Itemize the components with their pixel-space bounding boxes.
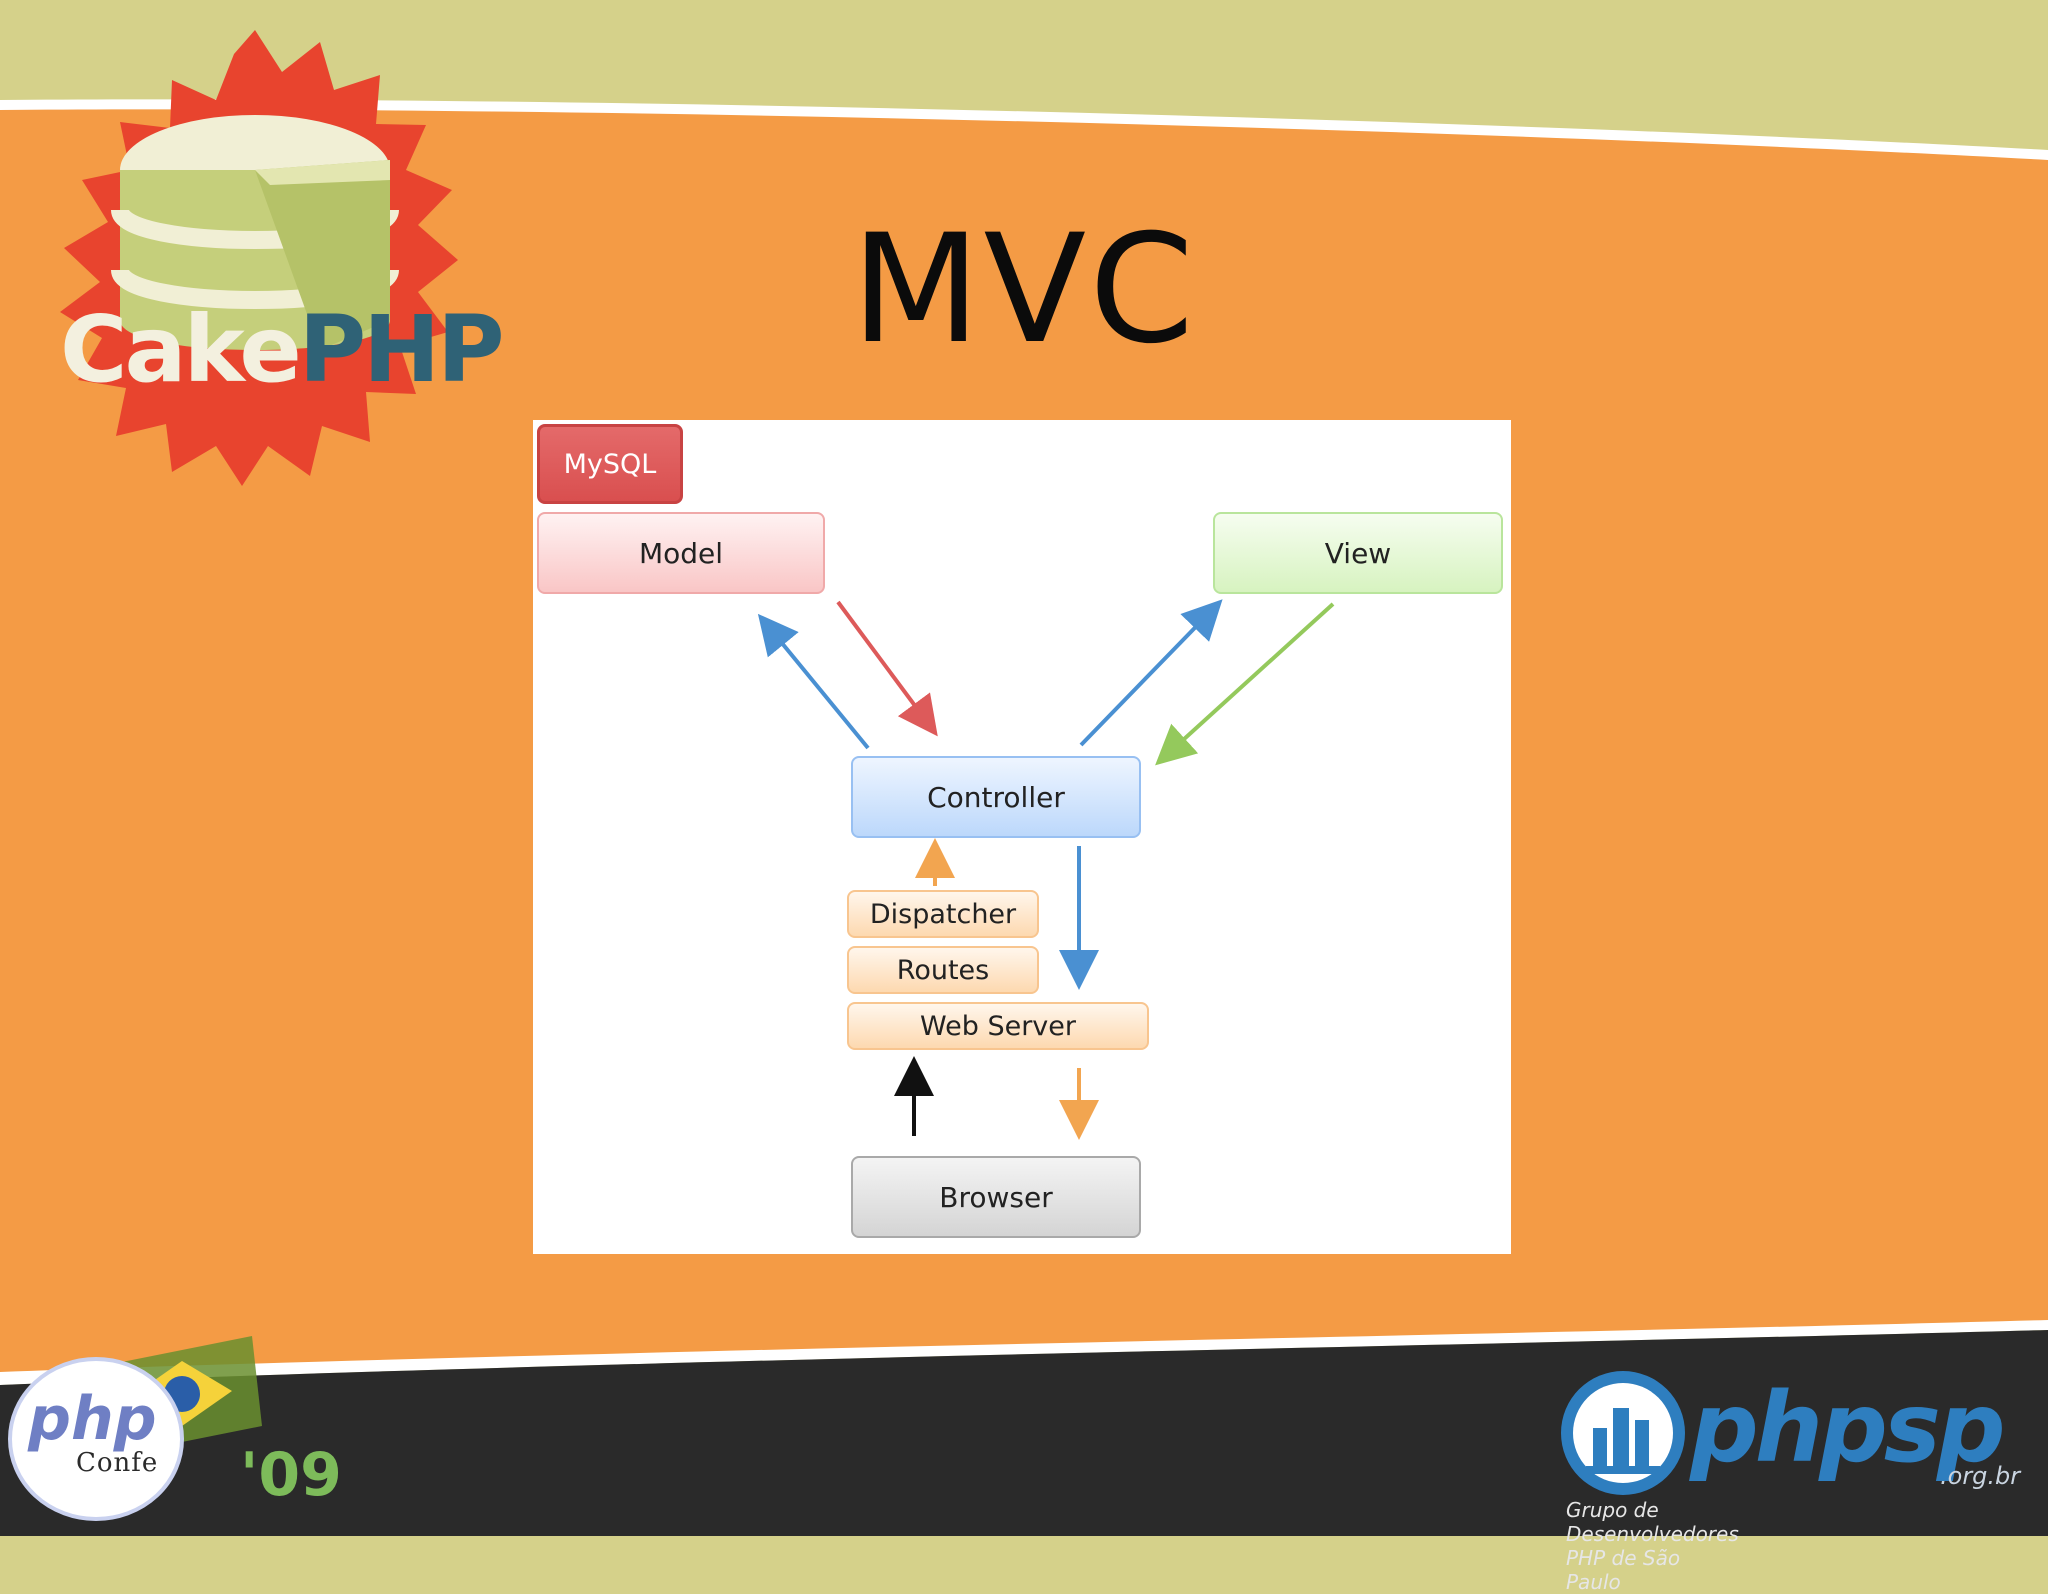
node-routes: Routes — [847, 946, 1039, 994]
slide: CakePHP MVC MySQL Model View Controll — [0, 30, 2048, 1594]
php-conference-php: php — [28, 1384, 157, 1454]
node-mysql: MySQL — [537, 424, 683, 504]
php-conference-name: Confe — [76, 1448, 159, 1478]
cakephp-word-php: PHP — [298, 296, 505, 403]
cakephp-word-cake: Cake — [60, 296, 302, 403]
arrow-model-to-controller — [836, 600, 938, 737]
top-band — [0, 99, 2048, 1536]
node-model: Model — [537, 512, 825, 594]
node-view: View — [1213, 512, 1503, 594]
arrow-view-to-controller — [1155, 602, 1335, 766]
php-conference-badge-icon — [8, 1357, 184, 1521]
node-controller: Controller — [851, 756, 1141, 838]
phpsp-domain: .org.br — [1940, 1462, 2021, 1490]
slide-title: MVC — [851, 203, 1197, 377]
node-web-server: Web Server — [847, 1002, 1149, 1050]
arrow-controller-to-model — [757, 613, 870, 750]
phpsp-city-icon — [1561, 1371, 1685, 1495]
cake-seal-icon — [60, 30, 458, 486]
diagram-arrows — [757, 599, 1335, 1140]
node-browser: Browser — [851, 1156, 1141, 1238]
php-conference-year: '09 — [240, 1440, 342, 1510]
phpsp-tagline: Grupo de Desenvolvedores PHP de São Paul… — [1566, 1498, 1739, 1594]
cakephp-wordmark: CakePHP — [60, 300, 505, 400]
mvc-diagram: MySQL Model View Controller Dispatcher R… — [533, 420, 1511, 1254]
node-dispatcher: Dispatcher — [847, 890, 1039, 938]
phpsp-wordmark: phpsp — [1690, 1372, 2006, 1484]
arrow-controller-to-view — [1079, 599, 1223, 747]
